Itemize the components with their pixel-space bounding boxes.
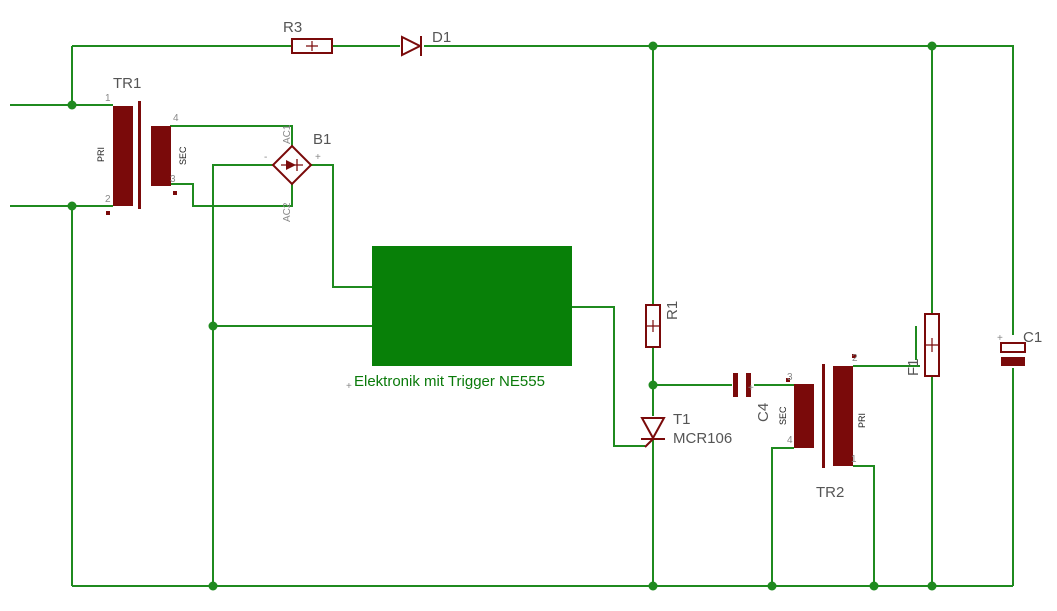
b1-plus-label: + [315, 152, 321, 163]
tr2-pri-label: PRI [857, 413, 867, 428]
tr1-sec-label: SEC [178, 146, 188, 165]
wire-left-bottom [10, 205, 113, 586]
junction-dot [208, 321, 218, 331]
tr1-pin-2: 2 [105, 194, 111, 205]
t1-part-label: MCR106 [673, 430, 732, 447]
b1-minus-label: - [264, 152, 267, 163]
junction-dot [767, 581, 777, 591]
wire-b1-plus [311, 164, 372, 288]
junction-dot [869, 581, 879, 591]
wire-module-trigger [572, 306, 645, 447]
wire-tr2-pri1 [853, 465, 875, 586]
thyristor-t1 [640, 417, 666, 448]
b1-label: B1 [313, 131, 331, 148]
tr2-sec-label: SEC [778, 406, 788, 425]
tr2-pin-1: 1 [851, 454, 857, 465]
wire-tr2-sec4 [771, 447, 794, 586]
junction-dot [648, 380, 658, 390]
resistor-r1 [645, 304, 661, 348]
c4-plus-label: + [748, 383, 754, 394]
capacitor-c4 [733, 373, 751, 397]
c1-label: C1 [1023, 329, 1042, 346]
r1-label: R1 [664, 301, 681, 320]
d1-label: D1 [432, 29, 451, 46]
junction-dot [927, 581, 937, 591]
diode-d1 [401, 35, 423, 57]
tr1-pin-1: 1 [105, 93, 111, 104]
wire-left-top [10, 46, 113, 106]
module-origin-mark: + [346, 381, 352, 392]
junction-dot [67, 201, 77, 211]
junction-dot [648, 41, 658, 51]
wire-tr1-sec3-ac2 [170, 183, 293, 207]
electrolytic-capacitor-c1 [1000, 342, 1026, 366]
c1-plus-label: + [997, 333, 1003, 344]
f1-label: F1 [905, 358, 922, 376]
junction-dot [67, 100, 77, 110]
tr1-pin-3: 3 [170, 174, 176, 185]
junction-dot [927, 41, 937, 51]
junction-dot [648, 581, 658, 591]
b1-ac1-label: AC1 [282, 124, 293, 144]
wires [10, 45, 1014, 587]
wire-b1-minus [212, 164, 273, 586]
junctions [67, 41, 937, 591]
module-label: Elektronik mit Trigger NE555 [354, 373, 545, 390]
transformer-tr1 [106, 101, 177, 215]
bridge-rectifier-b1 [271, 144, 313, 186]
junction-dot [208, 581, 218, 591]
ne555-module-block [372, 246, 572, 366]
wire-tr1-sec4-ac1 [170, 125, 293, 146]
c4-label: C4 [755, 403, 772, 422]
t1-label: T1 [673, 411, 691, 428]
tr2-pin-3: 3 [787, 372, 793, 383]
tr2-pin-2: 2 [852, 353, 858, 364]
wire-top-rail [72, 45, 1014, 335]
component-f1 [924, 313, 940, 377]
tr1-pin-4: 4 [173, 113, 179, 124]
transformer-tr2 [786, 354, 856, 468]
tr2-label: TR2 [816, 484, 844, 501]
tr1-pri-label: PRI [96, 147, 106, 162]
tr2-pin-4: 4 [787, 435, 793, 446]
b1-ac2-label: AC2 [282, 202, 293, 222]
tr1-label: TR1 [113, 75, 141, 92]
r3-label: R3 [283, 19, 302, 36]
resistor-r3 [291, 38, 333, 54]
